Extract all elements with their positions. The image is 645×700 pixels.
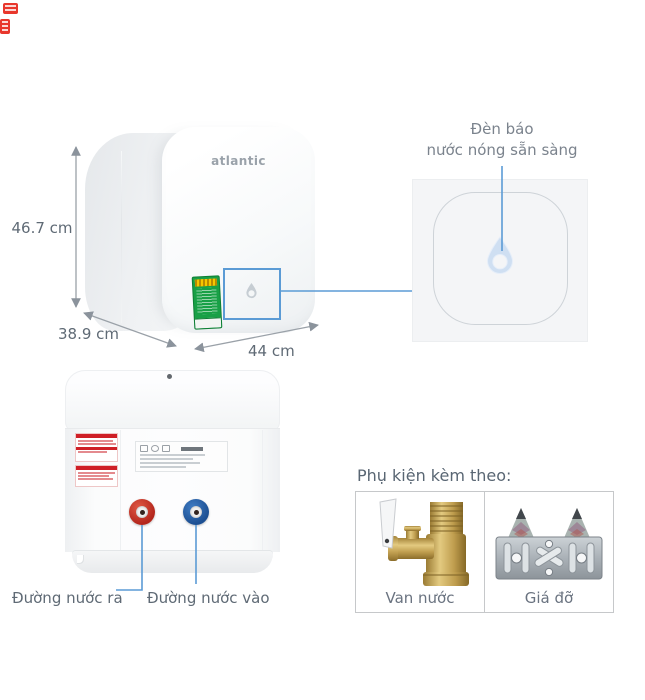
energy-label-text-lines <box>196 287 218 315</box>
heater-front-face <box>162 127 315 333</box>
screw-hole <box>167 374 172 379</box>
energy-rating-label <box>191 275 223 330</box>
heater-back-view <box>65 370 280 573</box>
indicator-label-line2: nước nóng sẵn sàng <box>426 141 578 159</box>
indicator-label-line1: Đèn báo <box>470 120 534 138</box>
bracket-caption: Giá đỡ <box>524 589 574 607</box>
anchor-prong <box>508 508 534 538</box>
width-dimension-label: 44 cm <box>248 342 295 360</box>
water-valve-image <box>379 498 469 586</box>
valve-caption: Van nước <box>385 589 455 607</box>
energy-label-footer <box>194 317 222 329</box>
accessories-title: Phụ kiện kèm theo: <box>357 466 512 485</box>
indicator-highlight-box <box>223 268 281 320</box>
water-drop-icon <box>486 236 514 274</box>
side-seam-line <box>121 151 122 323</box>
warning-sticker-2 <box>75 465 118 487</box>
heater-front-view: atlantic <box>85 127 315 335</box>
brand-logo: atlantic <box>211 154 266 168</box>
indicator-detail-panel <box>412 179 588 342</box>
depth-dimension-label: 38.9 cm <box>58 325 120 343</box>
outlet-label: Đường nước ra <box>12 589 123 607</box>
warning-sticker-1 <box>75 433 118 462</box>
mounting-bracket-image <box>495 508 603 580</box>
back-top-cap <box>65 370 280 432</box>
height-dimension-label: 46.7 cm <box>11 219 73 237</box>
indicator-callout-label: Đèn báo nước nóng sẵn sàng <box>407 119 597 161</box>
energy-stars-band <box>194 278 218 287</box>
back-bottom-notch <box>77 555 84 564</box>
accessories-table: Van nước <box>355 491 614 613</box>
back-seam-left <box>120 430 121 552</box>
rating-plate <box>135 441 228 472</box>
back-seam-right <box>262 430 263 552</box>
back-bottom-base <box>72 550 273 573</box>
water-drop-icon <box>246 283 257 299</box>
corner-red-badge <box>3 3 18 14</box>
cold-water-inlet-port <box>183 499 209 525</box>
inlet-label: Đường nước vào <box>147 589 270 607</box>
hot-water-outlet-port <box>129 499 155 525</box>
anchor-prong <box>564 508 590 538</box>
indicator-face-outline <box>433 192 568 325</box>
accessory-cell-valve: Van nước <box>356 492 484 612</box>
accessory-cell-bracket: Giá đỡ <box>484 492 613 612</box>
corner-red-badge <box>0 19 10 34</box>
